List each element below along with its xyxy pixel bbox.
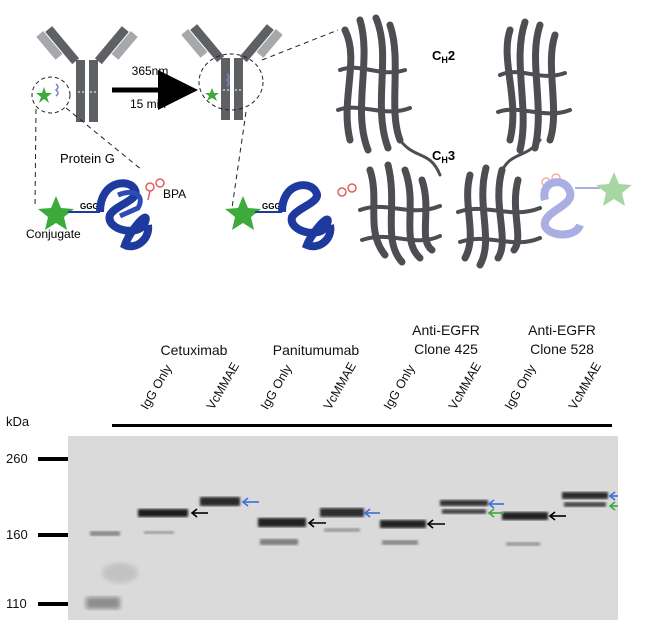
group-name-line: Clone 425 xyxy=(414,341,478,357)
gel-band xyxy=(442,509,486,514)
domain-ch3-label: CH3 xyxy=(432,148,455,165)
conjugate-label: Conjugate xyxy=(26,227,81,241)
ladder-band xyxy=(86,597,120,609)
gel-band xyxy=(502,512,548,520)
gel-band xyxy=(564,502,606,507)
gel-band xyxy=(258,518,306,527)
antibody-icon-left xyxy=(31,26,138,122)
group-name-line: Anti-EGFR xyxy=(412,322,480,338)
linker-label: GGG xyxy=(80,202,99,211)
step-wavelength: 365nm xyxy=(132,64,169,78)
gel-band xyxy=(200,497,240,506)
gel-band xyxy=(324,528,360,532)
gel-band xyxy=(440,500,488,506)
band-arrow-unconjugated xyxy=(307,518,326,528)
group-name-panitumumab: Panitumumab xyxy=(264,341,368,360)
gel-band xyxy=(562,492,608,499)
lane-label: IgG Only xyxy=(257,362,295,412)
lane-label: VcMMAE xyxy=(203,359,243,412)
lane-label: VcMMAE xyxy=(320,359,360,412)
gel-band xyxy=(138,509,188,517)
band-arrow-unconjugated xyxy=(548,511,566,521)
step-time: 15 min xyxy=(130,97,166,111)
band-arrow-unconjugated xyxy=(426,519,445,529)
gel-band xyxy=(260,539,298,545)
conjugate-star-icon xyxy=(36,87,52,103)
marker-label-110: 110 xyxy=(6,596,27,611)
ladder-band xyxy=(90,531,120,536)
group-name-line: Panitumumab xyxy=(272,342,360,358)
conjugate-star-icon xyxy=(225,196,261,230)
protein-g-construct-faded xyxy=(540,172,632,239)
protein-g-construct-left: GGG xyxy=(38,178,165,251)
kda-label: kDa xyxy=(6,414,30,429)
gel-band xyxy=(506,542,540,546)
lane-label: IgG Only xyxy=(501,362,539,412)
lane-group-rule xyxy=(112,424,612,427)
marker-label-160: 160 xyxy=(6,527,28,542)
gel-band xyxy=(320,508,364,517)
lane-label: VcMMAE xyxy=(445,359,485,412)
lane-label: IgG Only xyxy=(137,362,175,412)
band-arrow-conjugated xyxy=(487,499,504,509)
band-arrow-conjugated xyxy=(363,508,380,518)
marker-tick xyxy=(38,457,68,461)
conjugate-star-icon xyxy=(596,172,632,206)
gel-band xyxy=(382,540,418,545)
band-arrow-unconjugated xyxy=(190,508,208,518)
domain-ch2-label: CH2 xyxy=(432,48,455,65)
marker-label-260: 260 xyxy=(6,451,28,466)
conjugation-schematic: 365nm 15 min Protein G BPA Conjugate GGG xyxy=(26,14,632,269)
lane-label: VcMMAE xyxy=(565,359,605,412)
antibody-icon-right xyxy=(181,24,283,120)
band-arrow-secondary xyxy=(487,508,504,518)
sds-page-gel xyxy=(68,436,624,620)
svg-text:GGG: GGG xyxy=(262,202,281,211)
protein-g-label: Protein G xyxy=(60,151,115,166)
group-name-clone528: Anti-EGFR Clone 528 xyxy=(512,321,612,359)
gel-band xyxy=(380,520,426,528)
band-arrow-conjugated xyxy=(241,497,259,507)
bpa-icon xyxy=(145,178,165,201)
marker-tick xyxy=(38,602,68,606)
conjugate-star-icon xyxy=(38,196,74,230)
reaction-arrow: 365nm 15 min xyxy=(112,64,198,111)
group-name-cetuximab: Cetuximab xyxy=(148,341,240,360)
lane-label: IgG Only xyxy=(380,362,418,412)
group-name-line: Anti-EGFR xyxy=(528,322,596,338)
fc-structure-ribbon xyxy=(336,14,572,269)
group-name-clone425: Anti-EGFR Clone 425 xyxy=(396,321,496,359)
bpa-label: BPA xyxy=(163,187,186,201)
gel-band xyxy=(144,531,174,534)
gel-bands xyxy=(68,436,624,620)
protein-g-construct-center: GGG xyxy=(225,181,357,251)
group-name-line: Clone 528 xyxy=(530,341,594,357)
group-name-line: Cetuximab xyxy=(160,342,228,358)
marker-tick xyxy=(38,533,68,537)
